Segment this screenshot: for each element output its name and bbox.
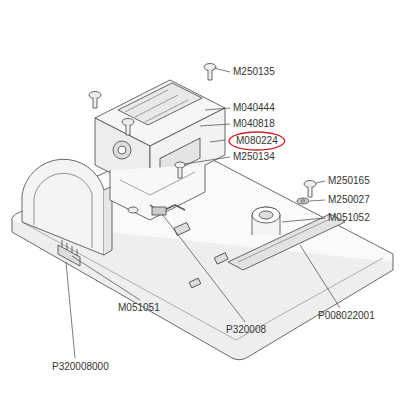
part-number: M040818 bbox=[233, 118, 275, 130]
part-number: P320008 bbox=[226, 324, 266, 336]
part-number: M040444 bbox=[233, 102, 275, 114]
part-number: M051051 bbox=[118, 302, 160, 314]
part-number: M080224 bbox=[236, 135, 278, 147]
leader-lines bbox=[66, 68, 340, 358]
part-number: M250165 bbox=[328, 175, 370, 187]
part-number: P320008000 bbox=[52, 361, 109, 373]
part-number: M250027 bbox=[328, 194, 370, 206]
highlight-oval: M080224 bbox=[228, 131, 286, 151]
part-number: M250134 bbox=[233, 151, 275, 163]
part-number: M051052 bbox=[328, 212, 370, 224]
part-number: M250135 bbox=[233, 66, 275, 78]
part-number: P008022001 bbox=[318, 310, 375, 322]
